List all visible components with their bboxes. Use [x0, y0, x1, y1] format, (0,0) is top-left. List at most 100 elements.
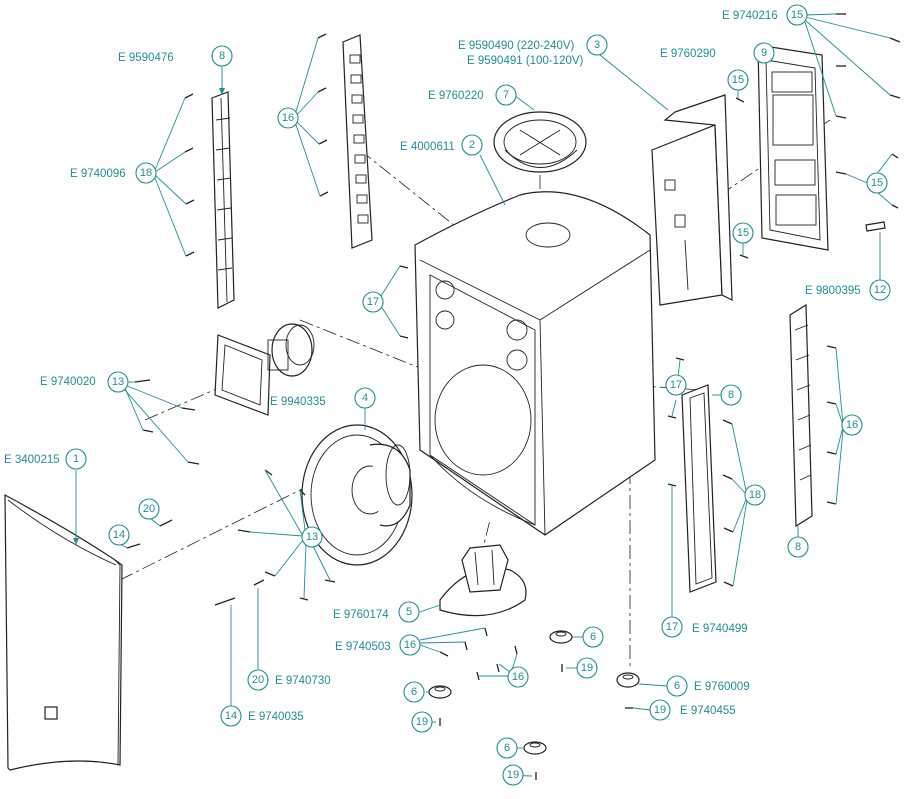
svg-text:16: 16	[846, 419, 858, 431]
label-pin-14: E 9740035	[248, 711, 304, 723]
svg-text:17: 17	[666, 621, 678, 633]
label-rail-left: E 9590476	[118, 52, 174, 64]
callout-5: 5	[398, 601, 420, 623]
callout-8-rail-right: 8	[787, 536, 809, 558]
callout-19-a: 19	[576, 657, 598, 679]
amp-module	[651, 94, 733, 306]
callout-15-amp-low: 15	[732, 222, 754, 244]
svg-text:13: 13	[306, 531, 318, 543]
callout-16-pole: 16	[399, 634, 421, 656]
callout-4: 4	[354, 387, 376, 409]
callout-12: 12	[869, 279, 891, 301]
callout-6-d: 6	[666, 675, 688, 697]
callout-2: 2	[461, 134, 483, 156]
label-amp-screws: E 9740216	[722, 10, 778, 22]
svg-text:20: 20	[252, 674, 264, 686]
label-pin-20: E 9740730	[275, 675, 331, 687]
callout-6-c: 6	[496, 737, 518, 759]
svg-text:16: 16	[282, 112, 294, 124]
callout-15-right: 15	[866, 172, 888, 194]
horn-driver	[214, 323, 315, 416]
label-horn-ring: E 9760220	[428, 90, 484, 102]
callout-15-top: 15	[786, 4, 808, 26]
callout-19-d: 19	[649, 699, 671, 721]
horn-ring	[493, 111, 587, 173]
svg-text:15: 15	[732, 74, 744, 86]
callout-18-right: 18	[744, 484, 766, 506]
handle-right	[681, 384, 717, 593]
callout-20-lower: 20	[247, 669, 269, 691]
callout-19-b: 19	[411, 711, 433, 733]
svg-text:6: 6	[674, 680, 680, 692]
callout-17-cabinet: 17	[362, 291, 384, 313]
svg-text:7: 7	[503, 89, 509, 101]
svg-text:14: 14	[225, 710, 237, 722]
leader-lines	[73, 13, 893, 777]
label-tweeter-screws: E 9740020	[40, 376, 96, 388]
callout-20-upper: 20	[138, 498, 160, 520]
amp-plate	[757, 44, 829, 251]
label-front-grille: E 3400215	[4, 454, 60, 466]
label-amp-plate: E 9760290	[660, 48, 716, 60]
label-cabinet: E 4000611	[400, 141, 455, 153]
svg-text:18: 18	[749, 489, 761, 501]
foot-a	[549, 630, 573, 644]
svg-text:12: 12	[874, 284, 886, 296]
label-amp-module-alt: E 9590491 (100-120V)	[467, 55, 584, 67]
svg-text:2: 2	[469, 139, 475, 151]
screws	[126, 13, 901, 780]
svg-text:8: 8	[728, 389, 734, 401]
svg-text:20: 20	[143, 503, 155, 515]
label-foot-screw: E 9740455	[680, 705, 736, 717]
logo-badge	[865, 221, 886, 232]
callout-16-bottom: 16	[507, 666, 529, 688]
callout-8-handle: 8	[720, 384, 742, 406]
svg-text:3: 3	[594, 39, 600, 51]
callout-1: 1	[65, 448, 87, 470]
svg-text:19: 19	[507, 769, 519, 781]
svg-text:15: 15	[791, 9, 803, 21]
svg-text:16: 16	[512, 671, 524, 683]
svg-text:14: 14	[113, 529, 125, 541]
rail-right	[789, 303, 813, 528]
callout-14-lower: 14	[220, 705, 242, 727]
label-woofer: E 9940335	[270, 396, 326, 408]
callout-9: 9	[753, 42, 775, 64]
callout-14-upper: 14	[108, 524, 130, 546]
label-screw-rail-left: E 9740096	[70, 168, 126, 180]
callout-17-right: 17	[665, 374, 687, 396]
svg-text:13: 13	[112, 376, 124, 388]
woofer	[301, 424, 413, 566]
callout-3: 3	[586, 34, 608, 56]
callout-7: 7	[495, 84, 517, 106]
svg-text:6: 6	[411, 686, 417, 698]
foot-b	[428, 685, 452, 699]
callout-8-rail-left: 8	[211, 45, 233, 67]
front-grille	[4, 493, 123, 771]
svg-text:4: 4	[362, 392, 368, 404]
callout-19-c: 19	[502, 764, 524, 786]
callouts: 1 8 18 16 2 7 3 9 15 15 15 15 12 17 13 4…	[65, 4, 891, 786]
callout-13-woofer: 13	[301, 526, 323, 548]
svg-text:17: 17	[367, 296, 379, 308]
grille-logo	[44, 706, 58, 720]
svg-text:16: 16	[404, 639, 416, 651]
callout-16-right: 16	[841, 414, 863, 436]
foot-d	[616, 672, 640, 688]
pole-cup	[439, 544, 527, 617]
foot-c	[523, 741, 547, 755]
cabinet	[414, 191, 656, 536]
rail-center	[342, 34, 373, 249]
svg-text:1: 1	[73, 453, 79, 465]
part-labels: E 3400215 E 9590476 E 9740096 E 9740020 …	[4, 10, 861, 723]
label-foot: E 9760009	[694, 681, 750, 693]
callout-6-b: 6	[403, 681, 425, 703]
svg-text:9: 9	[761, 47, 767, 59]
rail-left	[211, 91, 235, 309]
svg-text:6: 6	[590, 631, 596, 643]
feet	[428, 630, 640, 755]
callout-16-top: 16	[277, 107, 299, 129]
svg-text:15: 15	[871, 177, 883, 189]
label-pole-cup: E 9760174	[333, 609, 389, 621]
